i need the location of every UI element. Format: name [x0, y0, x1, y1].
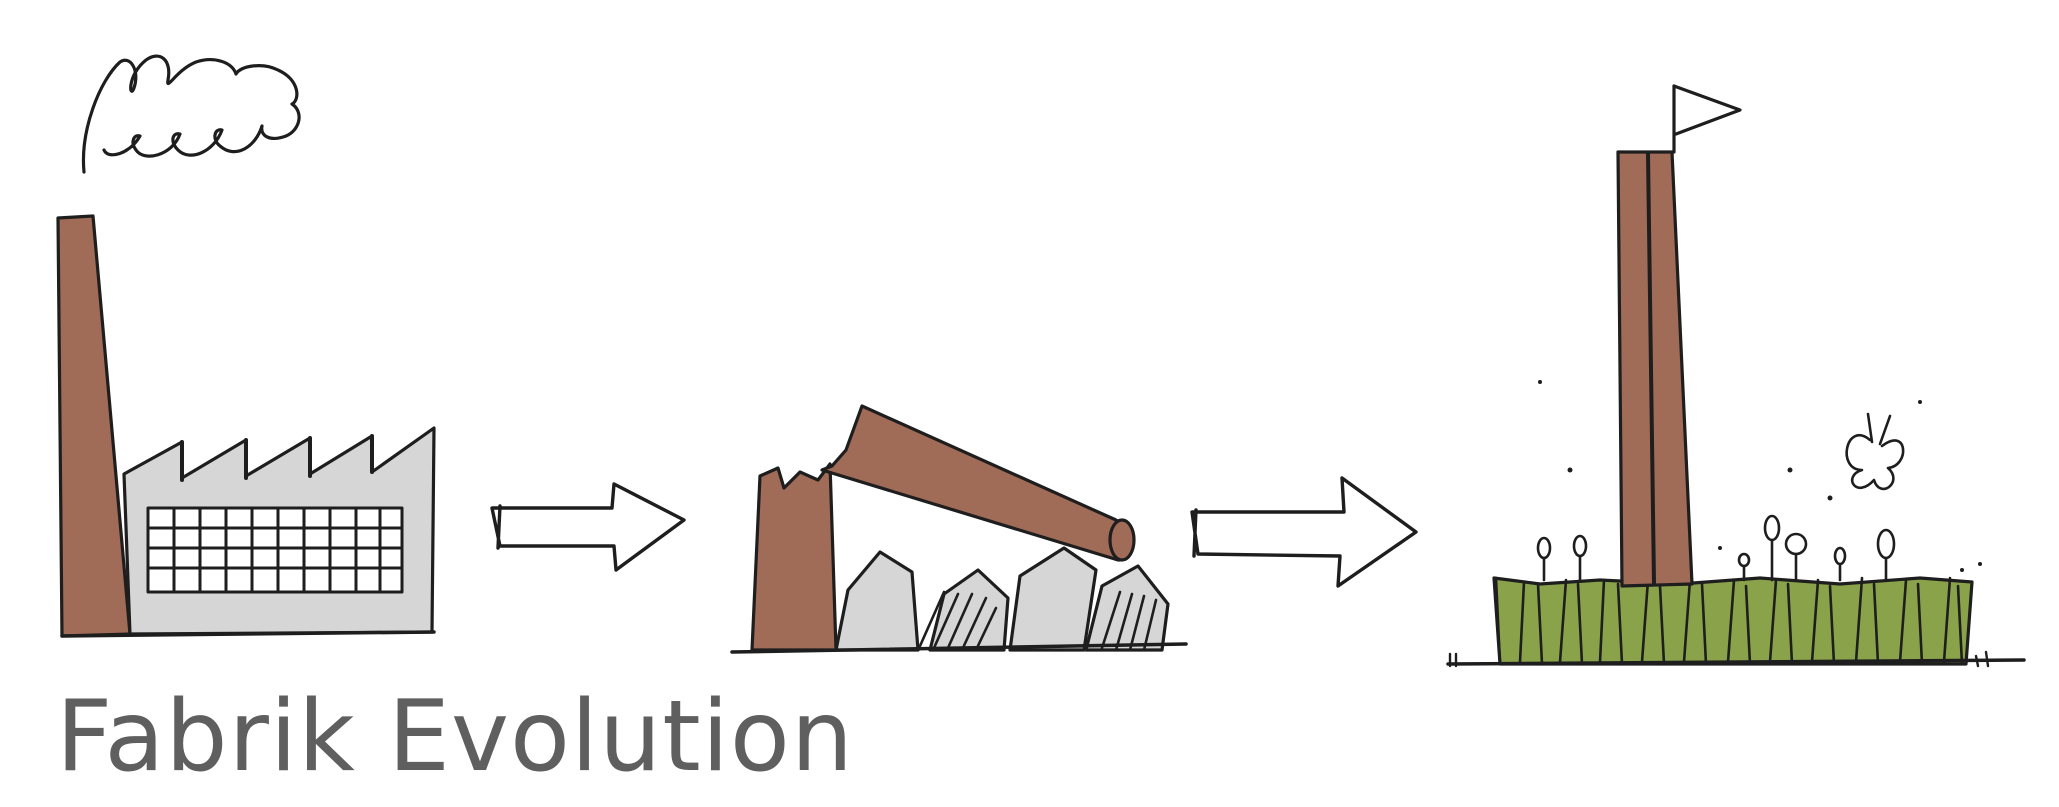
broken-chimney-stump: [752, 464, 836, 650]
flower-icon: [1538, 516, 1894, 580]
arrow-right-icon: [1192, 478, 1416, 586]
arrow-right-icon: [492, 484, 684, 570]
page-title: Fabrik Evolution: [56, 688, 854, 786]
flag-icon: [1674, 86, 1740, 134]
rubble-fragment: [1010, 548, 1096, 650]
butterfly-icon: [1847, 414, 1903, 489]
stage-1-factory: [58, 56, 434, 636]
factory-window-grid: [148, 508, 402, 592]
stage-3-park: [1448, 86, 2024, 666]
insects: [1538, 380, 1982, 572]
stage-2-collapse: [732, 406, 1186, 652]
rubble-fragment: [836, 552, 918, 650]
chimney: [58, 216, 130, 636]
smoke-cloud-icon: [83, 56, 299, 172]
fallen-chimney: [822, 406, 1131, 560]
